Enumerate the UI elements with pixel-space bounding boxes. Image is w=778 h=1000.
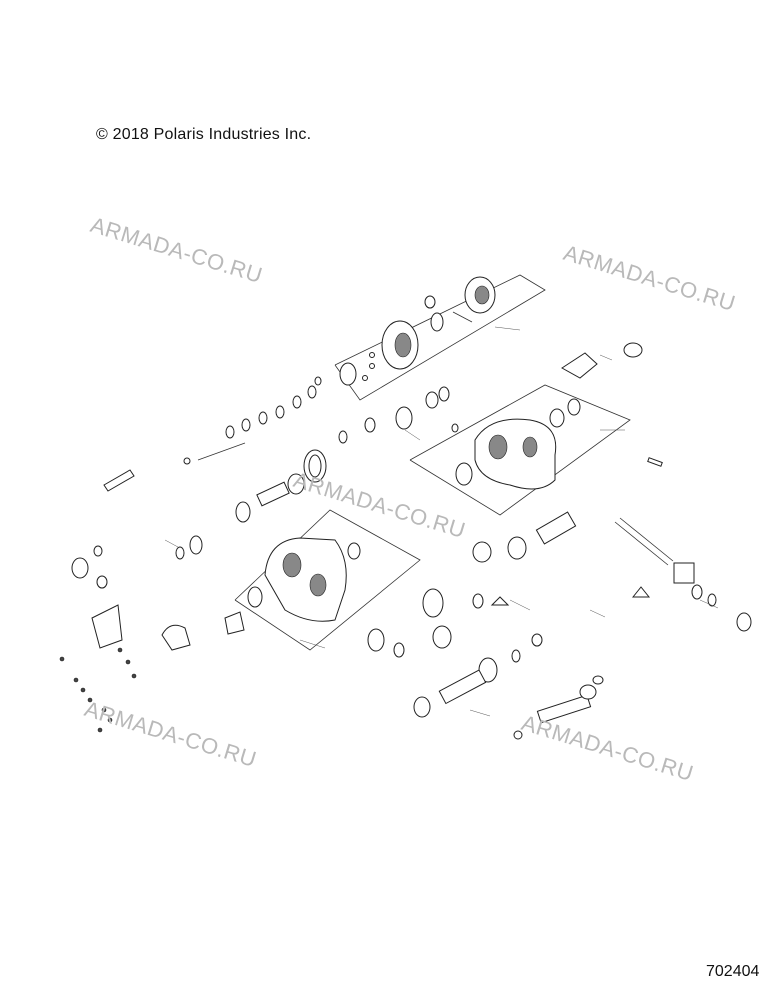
outline-case-half-group xyxy=(409,384,631,516)
warning-triangle xyxy=(631,586,651,598)
diagram-number: 702404 xyxy=(706,963,760,980)
middle-shaft-row xyxy=(175,386,459,560)
lower-shafts xyxy=(367,511,752,740)
output-shaft-gear xyxy=(535,511,577,545)
pinion-shaft xyxy=(536,694,592,724)
transmission-main-case xyxy=(264,537,347,622)
washer xyxy=(287,473,305,495)
shift-shaft xyxy=(103,469,135,492)
lower-shaft xyxy=(438,669,487,705)
input-shaft xyxy=(256,481,290,507)
left-bracket xyxy=(91,604,123,649)
sprocket-gear xyxy=(395,406,413,430)
main-case xyxy=(247,537,361,622)
leader-lines xyxy=(164,326,719,717)
drive-gear xyxy=(422,588,444,618)
mount-bracket xyxy=(561,342,643,379)
fasteners xyxy=(59,647,137,733)
bushing xyxy=(430,312,444,332)
coupler xyxy=(673,562,695,584)
right-case-half xyxy=(455,398,663,490)
gear-selector xyxy=(161,624,191,651)
copyright-notice: © 2018 Polaris Industries Inc. xyxy=(96,126,312,143)
transmission-case-half xyxy=(474,418,557,490)
left-cluster xyxy=(71,545,245,651)
outline-upper-gear-group xyxy=(334,274,546,401)
upper-gear-group xyxy=(339,276,496,386)
bearing-seal xyxy=(339,362,357,386)
shift-fork-row xyxy=(103,376,322,492)
